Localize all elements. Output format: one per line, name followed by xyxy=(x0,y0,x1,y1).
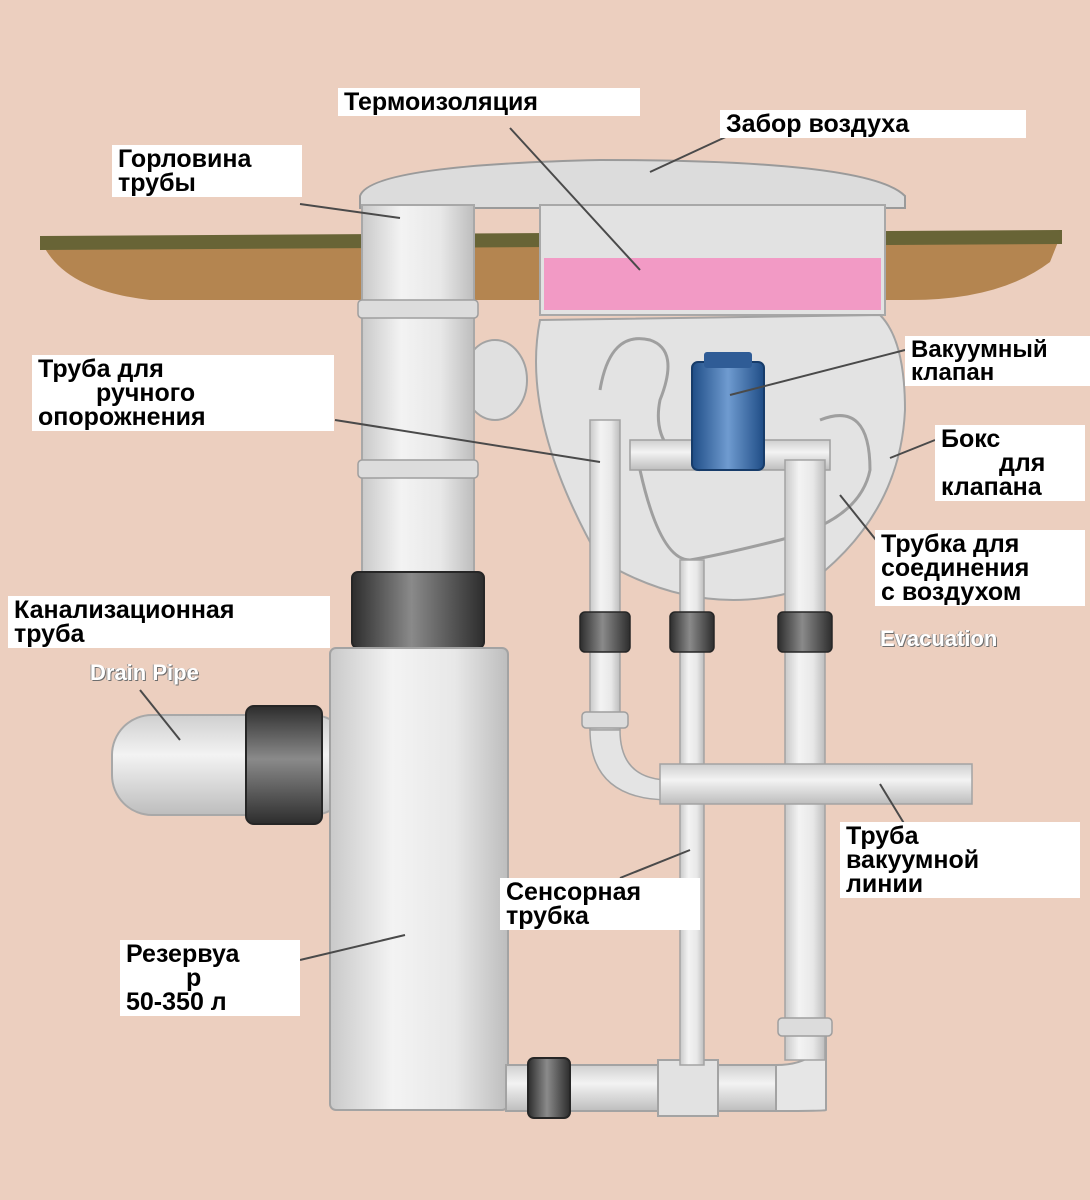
leader-pipe-neck xyxy=(299,203,401,219)
label-air-tube-line1: Трубка для xyxy=(881,530,1020,558)
label-vacuum-line-line2: вакуумной xyxy=(846,846,980,874)
leader-vacuum-valve xyxy=(729,349,906,396)
label-tank-line1: Резервуа xyxy=(126,940,240,968)
label-air-tube: Трубка для соединения с воздухом xyxy=(875,530,1085,606)
label-manual-empty-line3: опорожнения xyxy=(38,403,206,431)
label-manual-empty: Труба для ручного опорожнения xyxy=(32,355,334,431)
leader-lines xyxy=(139,127,936,961)
label-valve-box-line1: Бокс xyxy=(941,425,1001,453)
label-vacuum-valve-line2: клапан xyxy=(911,359,995,386)
vacuum-line-pipe xyxy=(659,763,973,805)
leader-air-tube xyxy=(839,494,881,546)
intake-cover xyxy=(359,158,906,209)
label-air-tube-line2: соединения xyxy=(881,554,1030,582)
label-tank-line3: 50-350 л xyxy=(126,988,227,1016)
label-air-intake: Забор воздуха xyxy=(720,110,1026,138)
label-vacuum-valve: Вакуумный клапан xyxy=(905,336,1090,386)
label-tank: Резервуа р 50-350 л xyxy=(120,940,300,1016)
leader-valve-box xyxy=(889,439,936,459)
tank xyxy=(329,647,509,1111)
manual-empty-pipe xyxy=(589,419,621,731)
label-valve-box-line3: клапана xyxy=(941,473,1042,501)
suction-tee xyxy=(657,1059,719,1117)
hose-b xyxy=(689,414,872,562)
suction-coupling xyxy=(527,1057,571,1119)
drain-coupling xyxy=(245,705,323,825)
label-sewer-pipe-line1: Канализационная xyxy=(14,596,235,624)
label-thermal-insulation-text: Термоизоляция xyxy=(344,88,538,116)
label-vacuum-line-line1: Труба xyxy=(846,822,919,850)
label-sensor-tube-line2: трубка xyxy=(506,902,589,930)
leader-air-intake xyxy=(649,134,731,173)
air-pipe-collar xyxy=(777,1017,833,1037)
label-valve-box: Бокс для клапана xyxy=(935,425,1085,501)
vacuum-valve xyxy=(691,361,765,471)
label-drain-pipe-en: Drain Pipe xyxy=(90,660,199,685)
air-tube-pipe xyxy=(784,459,826,1061)
label-manual-empty-line2: ручного xyxy=(96,379,196,407)
riser-collar-2 xyxy=(357,459,479,479)
label-pipe-neck-line1: Горловина xyxy=(118,145,252,173)
label-sensor-tube: Сенсорная трубка xyxy=(500,878,700,930)
insulation-layer xyxy=(544,258,881,310)
label-air-tube-line3: с воздухом xyxy=(881,578,1022,606)
label-sewer-pipe-line2: труба xyxy=(14,620,85,648)
riser-collar-1 xyxy=(357,299,479,319)
leader-tank xyxy=(299,934,406,961)
label-vacuum-line-line3: линии xyxy=(846,870,924,898)
label-valve-box-line2: для xyxy=(999,449,1046,477)
label-pipe-neck-line2: трубы xyxy=(118,169,196,197)
vacuum-valve-top xyxy=(704,352,752,368)
coupling-right xyxy=(777,611,833,653)
label-tank-line2: р xyxy=(186,964,202,992)
label-air-intake-text: Забор воздуха xyxy=(726,110,910,138)
left-pipe-collar xyxy=(581,711,629,729)
label-sensor-tube-line1: Сенсорная xyxy=(506,878,642,906)
leader-sensor-tube xyxy=(619,849,691,879)
coupling-middle xyxy=(669,611,715,653)
riser-coupling xyxy=(351,571,485,649)
label-manual-empty-line1: Труба для xyxy=(38,355,164,383)
leader-manual-empty xyxy=(334,419,601,463)
label-thermal-insulation: Термоизоляция xyxy=(338,88,640,116)
coupling-left xyxy=(579,611,631,653)
leader-thermal-insulation xyxy=(509,127,641,271)
label-sewer-pipe: Канализационная труба xyxy=(8,596,330,648)
hose-c xyxy=(638,469,691,562)
leader-vacuum-line xyxy=(879,783,906,826)
label-pipe-neck: Горловина трубы xyxy=(112,145,302,197)
label-evacuation-en: Evacuation xyxy=(880,626,998,651)
leader-drain-pipe xyxy=(139,689,181,741)
label-vacuum-valve-line1: Вакуумный xyxy=(911,336,1048,363)
label-vacuum-line: Труба вакуумной линии xyxy=(840,822,1080,898)
